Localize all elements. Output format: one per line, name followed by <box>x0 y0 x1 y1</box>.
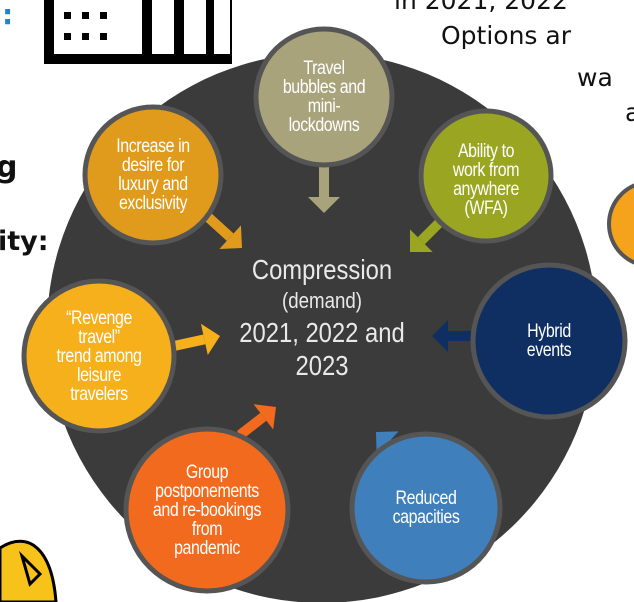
node-hybrid-events-circle <box>470 262 628 420</box>
left-fragment-g: g <box>0 150 18 185</box>
arrow-head-1 <box>308 197 340 213</box>
building-icon <box>44 0 232 64</box>
arrow-head-7 <box>219 225 242 250</box>
header-line-3: wa <box>577 63 613 92</box>
left-fragment-colon: : <box>2 0 14 31</box>
node-travel-bubbles-circle <box>253 26 395 168</box>
arrow-head-6 <box>200 323 220 356</box>
node-revenge-travel-circle <box>21 278 177 434</box>
header-line-2: Options ar <box>441 21 572 50</box>
header-line-4: a <box>625 98 634 127</box>
node-group-postponements-circle <box>123 426 291 594</box>
arrow-head-3 <box>432 320 448 352</box>
arrow-shaft-2 <box>417 218 444 245</box>
node-reduced-capacities-circle <box>349 431 503 585</box>
center-years: 2021, 2022 and <box>239 317 405 348</box>
left-fragment-ity: ity: <box>0 226 49 257</box>
arrow-shaft-6 <box>172 334 206 351</box>
partial-circle-right <box>607 183 634 265</box>
arrow-shaft-5 <box>236 412 267 439</box>
center-final-year: 2023 <box>295 350 349 381</box>
node-luxury-exclusivity-circle <box>82 104 224 246</box>
smiley-face-icon <box>0 539 58 602</box>
arrow-head-5 <box>253 404 276 430</box>
header-line-1: in 2021, 2022 <box>394 0 568 15</box>
arrow-shaft-7 <box>204 213 234 241</box>
center-title: Compression <box>251 254 393 285</box>
node-work-from-anywhere-circle <box>418 108 554 244</box>
center-subtitle: (demand) <box>281 288 363 313</box>
arrow-head-2 <box>410 229 433 252</box>
